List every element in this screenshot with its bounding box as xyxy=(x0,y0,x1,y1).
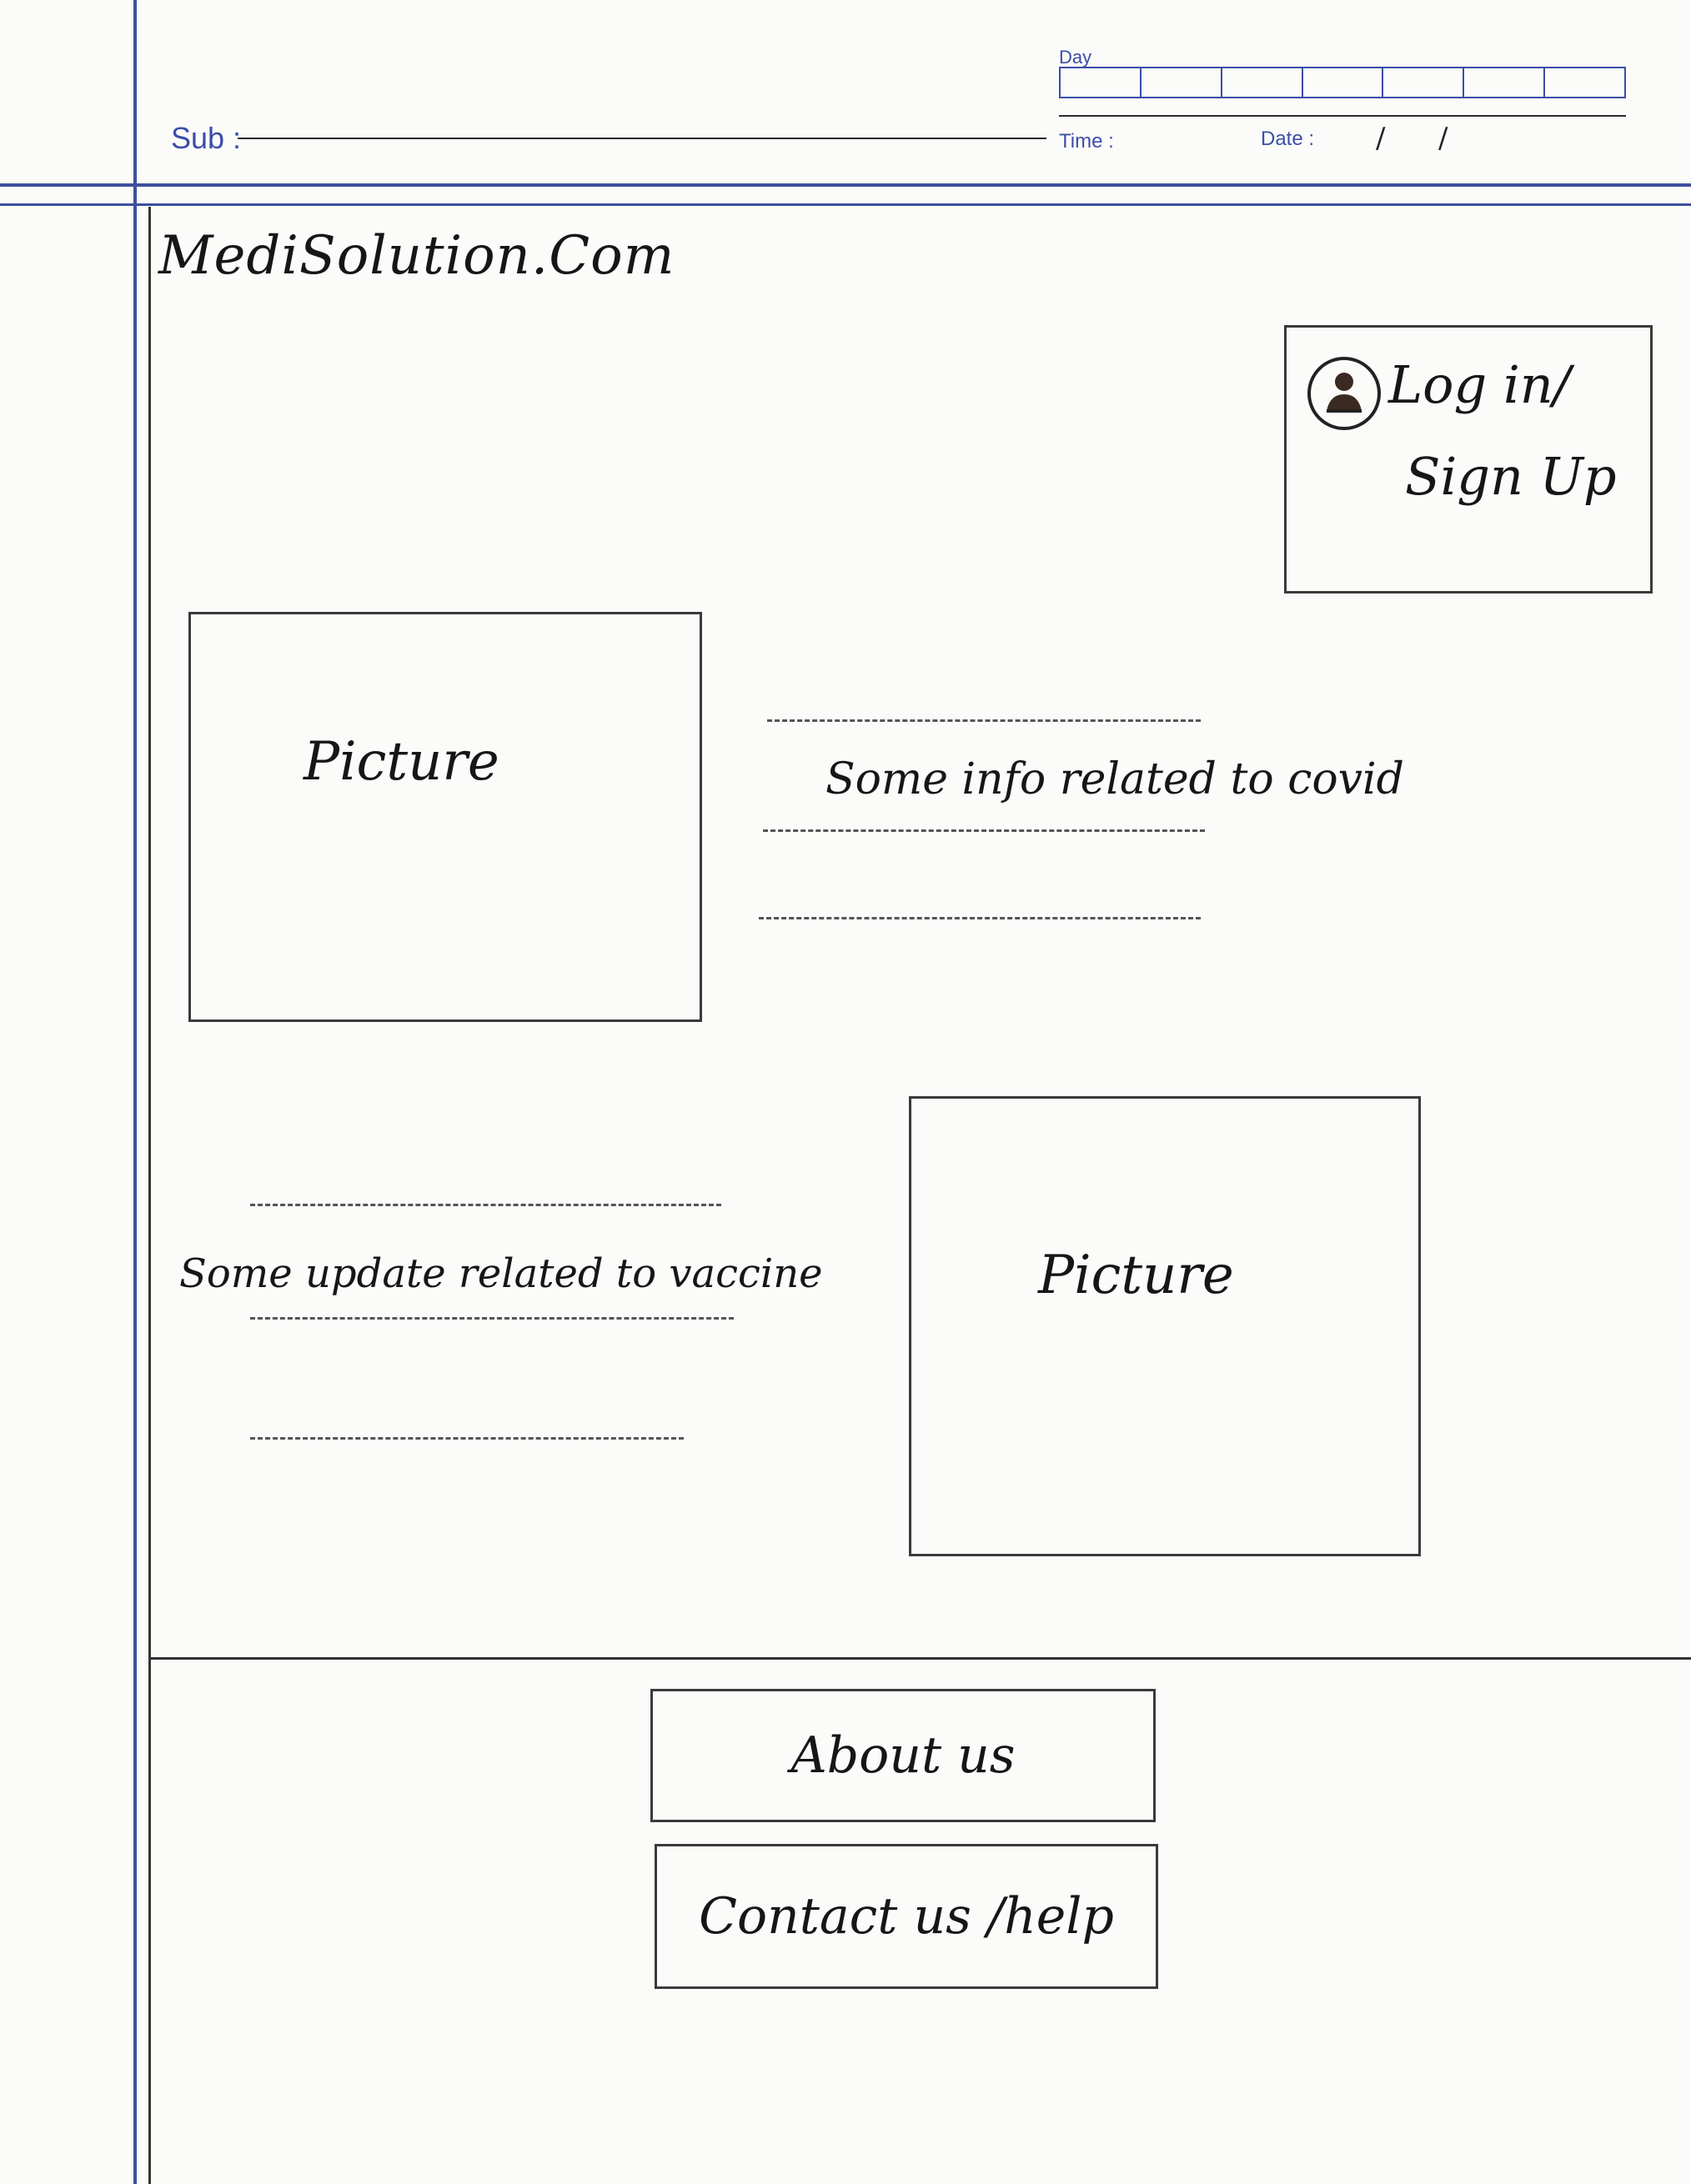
sub-line xyxy=(238,138,1046,139)
login-label: Log in/ xyxy=(1388,354,1571,415)
header-underline xyxy=(1059,115,1626,117)
date-label: Date : xyxy=(1261,128,1315,150)
dash-line xyxy=(759,917,1201,919)
dash-line xyxy=(250,1317,734,1320)
picture-label: Picture xyxy=(1038,1245,1234,1306)
site-logo-text[interactable]: MediSolution.Com xyxy=(158,225,675,287)
vaccine-update-text: Some update related to vaccine xyxy=(179,1250,823,1297)
signup-label: Sign Up xyxy=(1405,446,1617,507)
dash-line xyxy=(250,1437,684,1440)
day-box xyxy=(1383,68,1465,97)
user-avatar-icon xyxy=(1307,357,1381,430)
picture-placeholder-1: Picture xyxy=(188,612,702,1022)
covid-info-text: Some info related to covid xyxy=(825,754,1404,804)
day-box xyxy=(1222,68,1303,97)
time-label: Time : xyxy=(1059,130,1114,153)
dash-line xyxy=(767,719,1201,722)
notebook-header-rule xyxy=(0,183,1691,187)
dash-line xyxy=(250,1204,721,1206)
notebook-header-rule-2 xyxy=(0,203,1691,206)
footer-divider xyxy=(150,1657,1691,1660)
day-box xyxy=(1464,68,1546,97)
day-box xyxy=(1142,68,1222,97)
login-signup-button[interactable]: Log in/ Sign Up xyxy=(1284,325,1653,594)
date-slash: / xyxy=(1376,122,1386,155)
sub-label: Sub : xyxy=(171,121,242,155)
day-box xyxy=(1545,68,1624,97)
day-box xyxy=(1303,68,1384,97)
sketch-frame-left-border xyxy=(148,207,151,2184)
notebook-date-strip: Day Time : Date : / / xyxy=(1059,47,1626,205)
day-boxes xyxy=(1059,67,1626,98)
dash-line xyxy=(763,829,1205,832)
about-us-button[interactable]: About us xyxy=(650,1689,1156,1822)
notebook-margin-rule xyxy=(133,0,137,2184)
picture-placeholder-2: Picture xyxy=(909,1096,1421,1556)
day-box xyxy=(1061,68,1142,97)
day-label: Day xyxy=(1059,47,1092,68)
contact-help-label: Contact us /help xyxy=(699,1887,1114,1946)
contact-help-button[interactable]: Contact us /help xyxy=(655,1844,1158,1989)
picture-label: Picture xyxy=(304,731,499,793)
date-slash: / xyxy=(1438,122,1448,155)
about-us-label: About us xyxy=(790,1726,1016,1785)
